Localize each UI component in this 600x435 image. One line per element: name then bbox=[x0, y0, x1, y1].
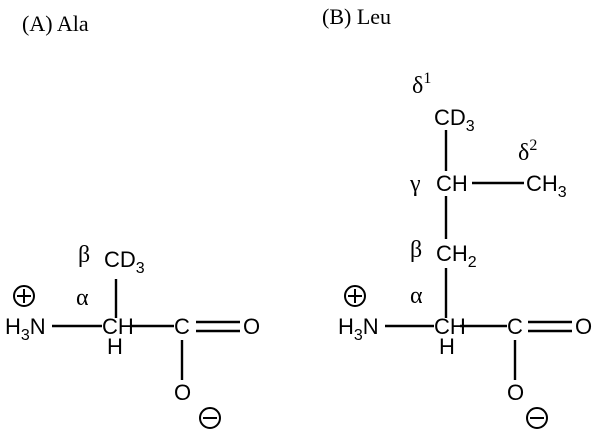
carboxylate-o: O bbox=[174, 380, 191, 405]
ch3-group: CH3 bbox=[526, 171, 567, 201]
delta2-label: δ2 bbox=[518, 137, 537, 166]
carboxyl-c: C bbox=[507, 314, 523, 339]
minus-circle-icon bbox=[526, 407, 548, 429]
beta-label: β bbox=[78, 242, 90, 268]
panel-ala: (A) Ala β CD3 α H3N CH H C O O bbox=[5, 11, 260, 429]
carbonyl-o: O bbox=[575, 314, 592, 339]
h3n-group: H3N bbox=[338, 314, 379, 344]
delta1-label: δ1 bbox=[412, 70, 431, 99]
cd3-group: CD3 bbox=[104, 247, 145, 277]
h3n-group: H3N bbox=[5, 314, 46, 344]
panel-leu: (B) Leu δ1 CD3 δ2 γ CH CH3 β CH2 α H3N C… bbox=[322, 4, 592, 429]
alpha-label: α bbox=[76, 285, 89, 311]
alpha-label: α bbox=[410, 283, 423, 309]
alpha-h: H bbox=[107, 334, 123, 359]
alpha-ch: CH bbox=[434, 314, 466, 339]
beta-label: β bbox=[410, 237, 422, 263]
alpha-h: H bbox=[439, 334, 455, 359]
ch2-group: CH2 bbox=[436, 241, 477, 271]
panel-title-leu: (B) Leu bbox=[322, 4, 391, 29]
plus-circle-icon bbox=[344, 285, 366, 307]
carboxylate-o: O bbox=[507, 380, 524, 405]
carbonyl-o: O bbox=[243, 314, 260, 339]
plus-circle-icon bbox=[13, 285, 35, 307]
gamma-ch: CH bbox=[436, 171, 468, 196]
minus-circle-icon bbox=[199, 407, 221, 429]
gamma-label: γ bbox=[409, 171, 421, 197]
carboxyl-c: C bbox=[174, 314, 190, 339]
alpha-ch: CH bbox=[102, 314, 134, 339]
cd3-group: CD3 bbox=[434, 105, 475, 135]
panel-title-ala: (A) Ala bbox=[22, 11, 89, 36]
